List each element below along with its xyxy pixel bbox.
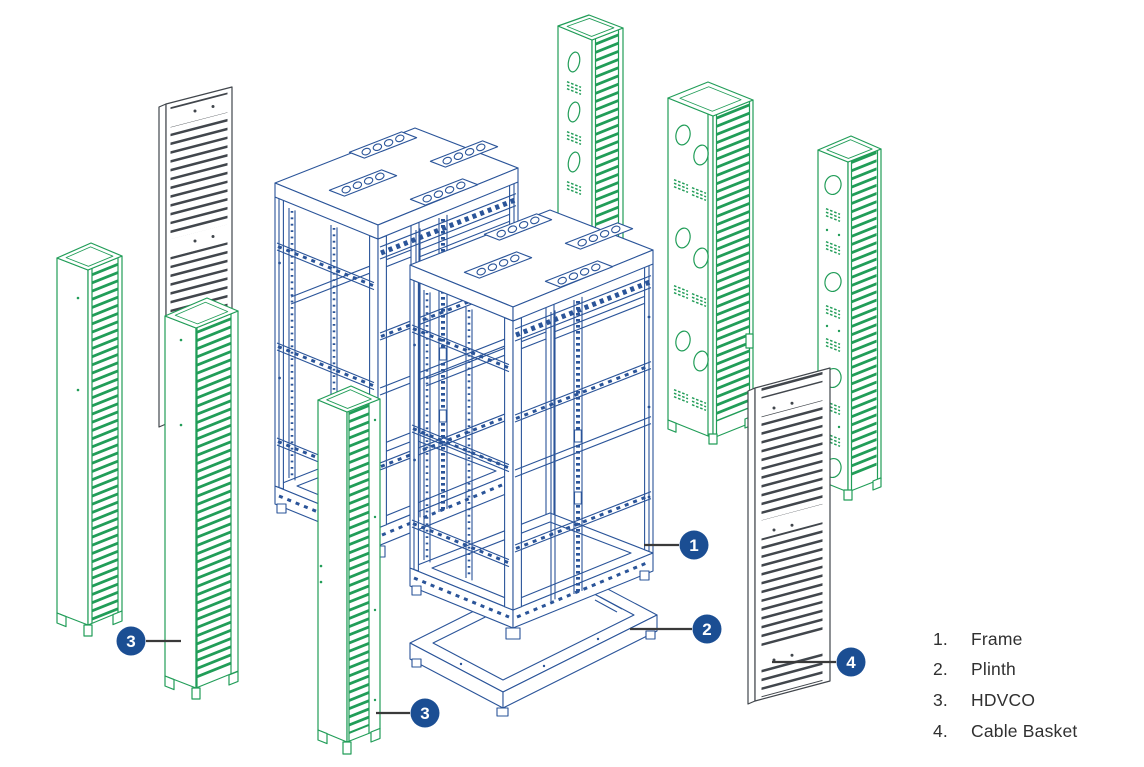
legend-number: 1.	[933, 628, 948, 649]
hdvco-far-right	[817, 135, 882, 501]
callout-3-center: 3	[376, 698, 440, 728]
callout-4-number: 4	[846, 653, 856, 672]
callout-3-center-number: 3	[420, 704, 429, 723]
callout-2: 2	[630, 614, 722, 644]
cable-basket-right	[747, 367, 831, 705]
callout-2-number: 2	[702, 620, 711, 639]
hdvco-top-center	[557, 14, 624, 256]
callout-3-left: 3	[116, 626, 181, 656]
callout-3-center-badge	[410, 698, 440, 728]
legend-label: Plinth	[971, 659, 1016, 680]
callout-1-number: 1	[689, 536, 698, 555]
hdvco-far-left	[56, 242, 123, 637]
hdvco-center	[317, 385, 381, 755]
callout-3-left-number: 3	[126, 632, 135, 651]
legend-label: Cable Basket	[971, 720, 1078, 741]
legend: 1. Frame 2. Plinth 3. HDVCO 4. Cable Bas…	[933, 624, 1078, 746]
legend-number: 3.	[933, 689, 948, 710]
legend-item-hdvco: 3. HDVCO	[933, 685, 1078, 716]
legend-number: 2.	[933, 659, 948, 680]
legend-label: Frame	[971, 628, 1023, 649]
plinth	[409, 565, 658, 717]
callout-4-badge	[836, 647, 866, 677]
callout-4: 4	[772, 647, 866, 677]
legend-item-frame: 1. Frame	[933, 624, 1078, 655]
legend-item-plinth: 2. Plinth	[933, 655, 1078, 686]
legend-number: 4.	[933, 720, 948, 741]
hdvco-center-right	[667, 81, 754, 445]
rack-frame-rear	[275, 128, 518, 557]
callout-2-badge	[692, 614, 722, 644]
legend-item-cable-basket: 4. Cable Basket	[933, 716, 1078, 747]
callout-3-left-badge	[116, 626, 146, 656]
callout-1: 1	[644, 530, 709, 560]
callout-1-badge	[679, 530, 709, 560]
legend-label: HDVCO	[971, 689, 1036, 710]
hdvco-left	[164, 297, 239, 700]
